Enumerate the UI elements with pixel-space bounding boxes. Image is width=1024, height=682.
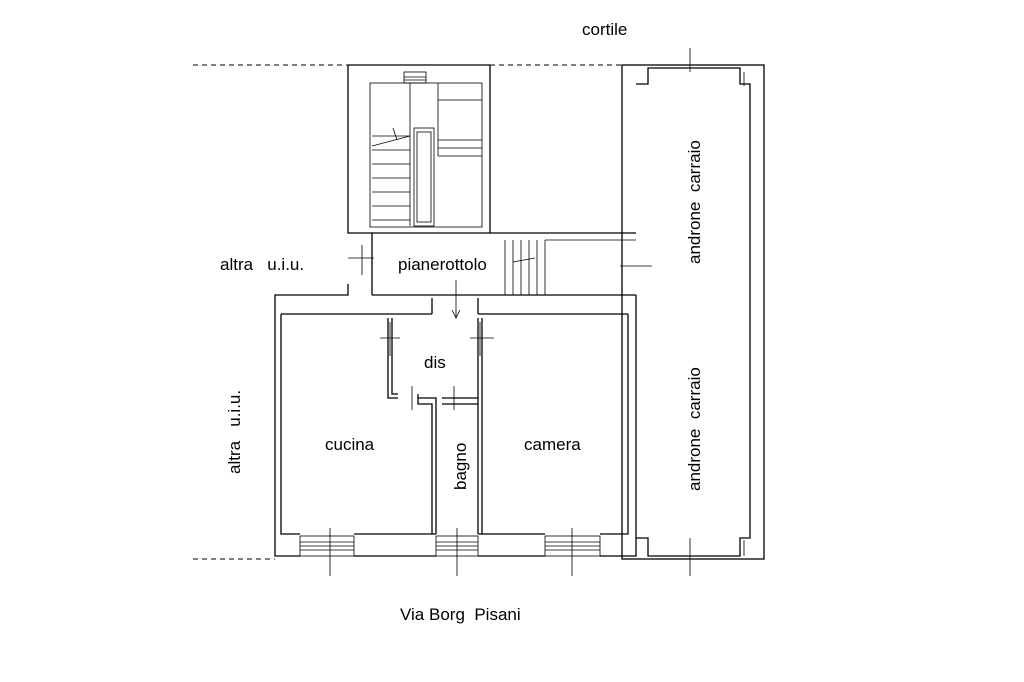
apartment-walls <box>274 284 637 557</box>
neighbor-unit-top-label: altra u.i.u. <box>220 255 304 274</box>
window-camera <box>544 528 601 576</box>
room-label-camera: camera <box>524 435 581 454</box>
neighbor-unit-left-label: altra u.i.u. <box>225 390 244 474</box>
carriage-entrance <box>621 48 765 576</box>
window-bagno <box>435 528 479 576</box>
courtyard-label: cortile <box>582 20 627 39</box>
room-label-pianerottolo: pianerottolo <box>398 255 487 274</box>
landing-walls <box>348 232 652 296</box>
window-cucina <box>299 528 355 576</box>
stairwell <box>347 64 491 295</box>
room-label-androne-top: androne carraio <box>685 140 704 264</box>
room-label-bagno: bagno <box>451 443 470 490</box>
interior-partitions <box>380 280 494 534</box>
street-label: Via Borg Pisani <box>400 605 521 624</box>
room-label-androne-bottom: androne carraio <box>685 367 704 491</box>
room-label-dis: dis <box>424 353 446 372</box>
room-label-cucina: cucina <box>325 435 375 454</box>
